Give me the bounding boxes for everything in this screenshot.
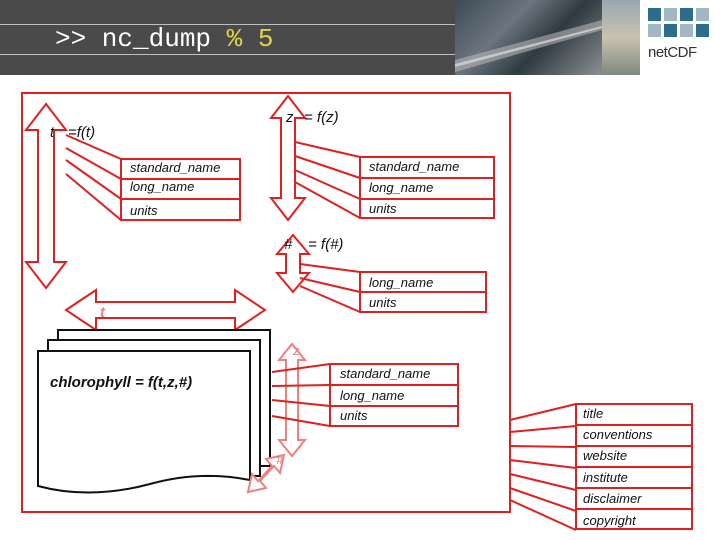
z-symbol: z [286, 109, 294, 126]
t-dim-arrow [64, 288, 267, 332]
global-attr-title: title [583, 406, 604, 421]
hash-function: = f(#) [308, 236, 344, 253]
global-attr-disclaimer: disclaimer [583, 491, 642, 506]
netcdf-logo-text: netCDF [648, 44, 697, 61]
global-attr-website: website [583, 448, 628, 463]
title-command: >> nc_dump [55, 24, 227, 54]
t-dim-label: t [100, 304, 105, 321]
hash-attr-long-name: long_name [369, 275, 434, 290]
z-attr-long-name: long_name [369, 180, 434, 195]
z-dim-arrow [276, 342, 308, 458]
var-attr-units: units [340, 408, 368, 423]
hash-attr-connectors [299, 263, 361, 313]
dataset-frame [21, 92, 511, 513]
var-attr-long-name: long_name [340, 388, 405, 403]
t-arrow [23, 102, 69, 290]
var-attr-box-3 [329, 405, 459, 427]
z-arrow [268, 94, 308, 222]
header-rule-top [0, 24, 455, 25]
t-attr-standard-name: standard_name [130, 160, 221, 175]
t-attr-long-name: long_name [130, 179, 195, 194]
global-attr-conventions: conventions [583, 427, 653, 442]
netcdf-logo [640, 0, 720, 75]
hash-symbol: # [284, 236, 293, 253]
variable-formula: chlorophyll = f(t,z,#) [50, 374, 193, 391]
variable-pages [37, 329, 271, 494]
z-function: = f(z) [304, 109, 339, 126]
hash-attr-box-2 [359, 291, 487, 313]
z-attr-box-3 [359, 198, 495, 219]
var-attr-connectors [271, 363, 331, 427]
z-dim-label: z [293, 343, 300, 358]
z-attr-units: units [369, 201, 397, 216]
global-attr-copyright: copyright [583, 513, 636, 528]
global-attr-connectors [509, 403, 577, 531]
global-attr-institute: institute [583, 470, 628, 485]
hash-dim-label: # [276, 452, 284, 467]
t-attr-units: units [130, 203, 158, 218]
z-attr-standard-name: standard_name [369, 159, 460, 174]
t-function: =f(t) [68, 124, 96, 141]
z-attr-connectors [294, 141, 361, 219]
header-photo-coast [602, 0, 640, 75]
slide-title: >> nc_dump % 5 [55, 24, 273, 54]
header-rule-bottom [0, 54, 455, 55]
bridge-photo-graphic [455, 20, 602, 72]
hash-arrow [274, 233, 312, 294]
t-attr-box-3 [120, 198, 241, 221]
global-attr-box-6 [575, 508, 693, 530]
header-photo-bridge [455, 0, 602, 75]
hash-dim-arrow [246, 453, 286, 494]
hash-attr-units: units [369, 295, 397, 310]
title-number: % 5 [226, 24, 274, 54]
t-symbol: t [50, 124, 55, 141]
var-attr-standard-name: standard_name [340, 366, 431, 381]
